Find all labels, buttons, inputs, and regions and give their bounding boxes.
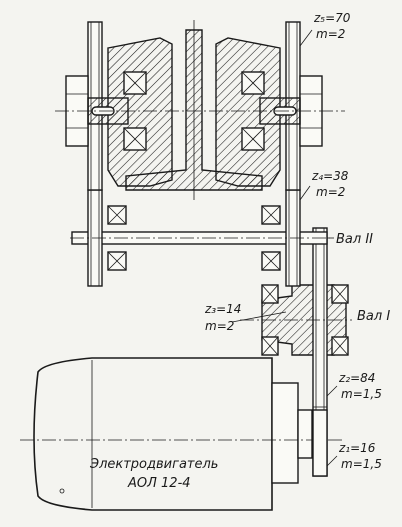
motor-model-label: АОЛ 12-4 [127, 476, 191, 491]
top-assembly [65, 20, 323, 200]
m5-label: m=2 [316, 27, 345, 41]
motor-name-label: Электродвигатель [89, 457, 218, 472]
shaft-1-label: Вал I [357, 309, 390, 324]
z1-label: z₁=16 [338, 441, 376, 455]
m3-label: m=2 [205, 319, 234, 333]
electric-motor [33, 357, 313, 511]
labels: z₅=70 m=2 z₄=38 m=2 Вал II z₃=14 m=2 Вал… [89, 11, 390, 491]
m2-label: m=1,5 [341, 387, 382, 401]
shaft-2-label: Вал II [336, 232, 373, 247]
shaft-1-assembly [261, 227, 349, 477]
z5-label: z₅=70 [313, 11, 351, 25]
z2-label: z₂=84 [338, 371, 375, 385]
z4-label: z₄=38 [311, 169, 349, 183]
m4-label: m=2 [316, 185, 345, 199]
z3-label: z₃=14 [204, 302, 241, 316]
m1-label: m=1,5 [341, 457, 382, 471]
